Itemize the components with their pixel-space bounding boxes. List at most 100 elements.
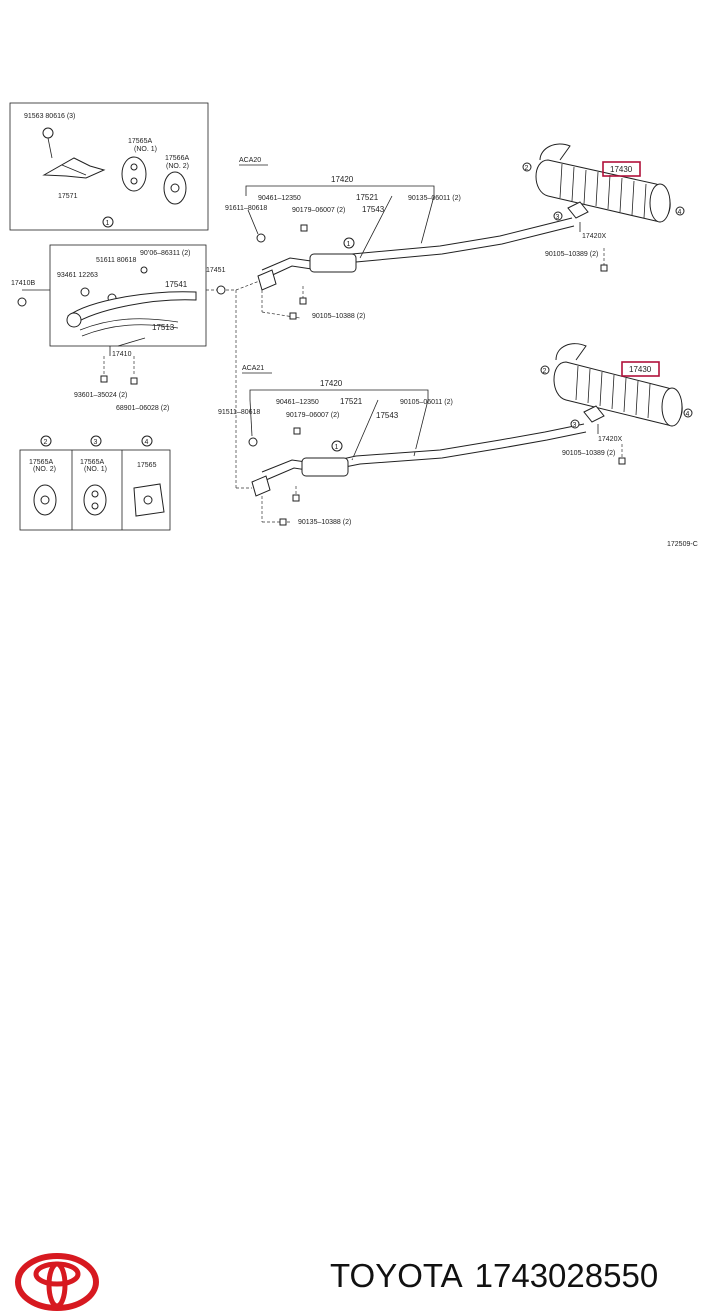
upper-callout-3: 3 bbox=[556, 214, 560, 221]
upper-part-6: 90179–06007 (2) bbox=[292, 207, 345, 214]
inset-top: 91563 80616 (3) 17571 17565A (NO. 1) 175… bbox=[9, 102, 209, 231]
lower-clamp-label: 17420X bbox=[598, 436, 622, 443]
upper-muffler-highlight bbox=[602, 161, 641, 177]
lower-clamp-bolt-label: 90105–10389 (2) bbox=[562, 450, 615, 457]
inset-top-hanger1-sub: (NO. 1) bbox=[134, 146, 157, 153]
lower-part-4: 17521 bbox=[340, 397, 363, 406]
upper-callout-4: 4 bbox=[678, 209, 682, 216]
upper-pipe-top bbox=[261, 217, 573, 271]
lower-callout-1: 1 bbox=[335, 444, 339, 451]
bolt-icon bbox=[300, 224, 308, 232]
upper-tailpipe bbox=[539, 143, 571, 161]
lower-muffler-highlight bbox=[621, 361, 660, 377]
inset-middle-part-c: 93461 12263 bbox=[57, 272, 98, 279]
inset-middle-part-e: 17513 bbox=[152, 323, 175, 332]
callout-3-icon bbox=[570, 419, 580, 429]
lower-flange bbox=[251, 475, 271, 497]
lower-center-resonator bbox=[301, 457, 349, 477]
exhaust-parts-diagram: 91563 80616 (3) 17571 17565A (NO. 1) 175… bbox=[9, 102, 698, 548]
footer: TOYOTA 1743028550 bbox=[0, 620, 720, 1311]
inset-middle-side-label: 17410B bbox=[11, 280, 35, 287]
callout-4-icon bbox=[675, 206, 685, 216]
inset-top-bolt-label: 91563 80616 (3) bbox=[24, 113, 75, 120]
lower-part-3: 90179–06007 (2) bbox=[286, 412, 339, 419]
inset-top-callout: 1 bbox=[106, 220, 110, 227]
side-part-label: 17451 bbox=[206, 267, 226, 274]
callout-4-icon bbox=[683, 408, 693, 418]
callout-2-icon bbox=[40, 435, 52, 447]
upper-clamp bbox=[567, 201, 589, 219]
lower-part-6: 17543 bbox=[376, 411, 399, 420]
inset-middle: 51611 80618 90’06–86311 (2) 93461 12263 … bbox=[11, 244, 207, 358]
callout-1-icon bbox=[331, 440, 343, 452]
bolt-icon bbox=[279, 518, 287, 526]
brand-name: TOYOTA bbox=[330, 1257, 463, 1294]
lower-callout-4: 4 bbox=[686, 411, 690, 418]
inset-top-hanger2-label: 17566A bbox=[165, 155, 189, 162]
lower-muffler-label: 17430 bbox=[629, 365, 652, 374]
inset-bottom-part-4: 17565 bbox=[137, 462, 157, 469]
callout-2-icon bbox=[522, 162, 532, 172]
inset-top-hanger2-sub: (NO. 2) bbox=[166, 163, 189, 170]
hanger-no1-shape bbox=[121, 156, 147, 192]
bolt-icon bbox=[17, 297, 27, 307]
part-number: 1743028550 bbox=[474, 1257, 659, 1294]
bolt-label-1: 93601–35024 (2) bbox=[74, 392, 127, 399]
callout-2-icon bbox=[540, 365, 550, 375]
flange-icon bbox=[66, 312, 82, 328]
upper-assembly-label: 17420 bbox=[331, 175, 354, 184]
bracket-17571-shape bbox=[42, 157, 106, 179]
upper-part-5: 17543 bbox=[362, 205, 385, 214]
upper-part-7: 90105–10388 (2) bbox=[312, 313, 365, 320]
inset-bottom-part-3: 17565A bbox=[80, 459, 104, 466]
upper-clamp-bolt-label: 90105–10389 (2) bbox=[545, 251, 598, 258]
inset-middle-label: 17410 bbox=[112, 351, 132, 358]
lower-callout-3: 3 bbox=[573, 422, 577, 429]
inset-bottom-callout-3: 3 bbox=[94, 439, 98, 446]
upper-part-4: 90135–06011 (2) bbox=[408, 195, 461, 202]
bolt-icon bbox=[289, 312, 297, 320]
exhaust-lower: ACA21 17420 90461–12350 91511–80618 9017… bbox=[218, 343, 693, 526]
upper-center-resonator bbox=[309, 253, 357, 273]
lower-part-5: 90105–06011 (2) bbox=[400, 399, 453, 406]
front-pipe-shape bbox=[67, 291, 197, 325]
inset-bottom: 2 17565A (NO. 2) 3 17565A (NO. 1) 4 1756… bbox=[19, 435, 171, 531]
gasket-icon bbox=[216, 285, 226, 295]
lower-part-1: 90461–12350 bbox=[276, 399, 319, 406]
lower-tailpipe bbox=[555, 343, 587, 361]
inset-bottom-frame bbox=[19, 449, 171, 531]
upper-flange bbox=[257, 269, 277, 291]
lower-callout-2: 2 bbox=[543, 368, 547, 375]
inset-middle-frame bbox=[49, 244, 207, 347]
upper-part-2: 91611–80618 bbox=[225, 205, 267, 212]
inset-middle-part-d: 17541 bbox=[165, 280, 188, 289]
inset-top-frame bbox=[9, 102, 209, 231]
lower-clamp bbox=[583, 405, 605, 423]
lower-part-2: 91511–80618 bbox=[218, 409, 260, 416]
bolt-icon bbox=[293, 427, 301, 435]
callout-4-icon bbox=[141, 435, 153, 447]
upper-muffler-label: 17430 bbox=[610, 165, 633, 174]
callout-3-icon bbox=[553, 211, 563, 221]
inset-bolts: 93601–35024 (2) 68901–06028 (2) bbox=[74, 356, 169, 412]
bolt-label-2: 68901–06028 (2) bbox=[116, 405, 169, 412]
bolt-icon bbox=[42, 127, 54, 139]
upper-part-1: 90461–12350 bbox=[258, 195, 301, 202]
inset-middle-part-a: 51611 80618 bbox=[96, 257, 136, 264]
inset-top-bracket-label: 17571 bbox=[58, 193, 78, 200]
inset-bottom-part-2-sub: (NO. 2) bbox=[33, 466, 56, 473]
upper-callout-1: 1 bbox=[347, 241, 351, 248]
inset-bottom-callout-4: 4 bbox=[145, 439, 149, 446]
inset-top-hanger1-label: 17565A bbox=[128, 138, 152, 145]
gasket-icon bbox=[256, 233, 266, 243]
callout-3-icon bbox=[90, 435, 102, 447]
figure-code: 172509-C bbox=[667, 541, 698, 548]
connector-lines: 17451 bbox=[206, 267, 263, 489]
inset-bottom-callout-2: 2 bbox=[44, 439, 48, 446]
toyota-logo-icon bbox=[15, 1253, 99, 1311]
upper-part-3: 17521 bbox=[356, 193, 379, 202]
inset-bottom-part-2: 17565A bbox=[29, 459, 53, 466]
lower-part-7: 90135–10388 (2) bbox=[298, 519, 351, 526]
inset-bottom-part-3-sub: (NO. 1) bbox=[84, 466, 107, 473]
lower-assembly-label: 17420 bbox=[320, 379, 343, 388]
